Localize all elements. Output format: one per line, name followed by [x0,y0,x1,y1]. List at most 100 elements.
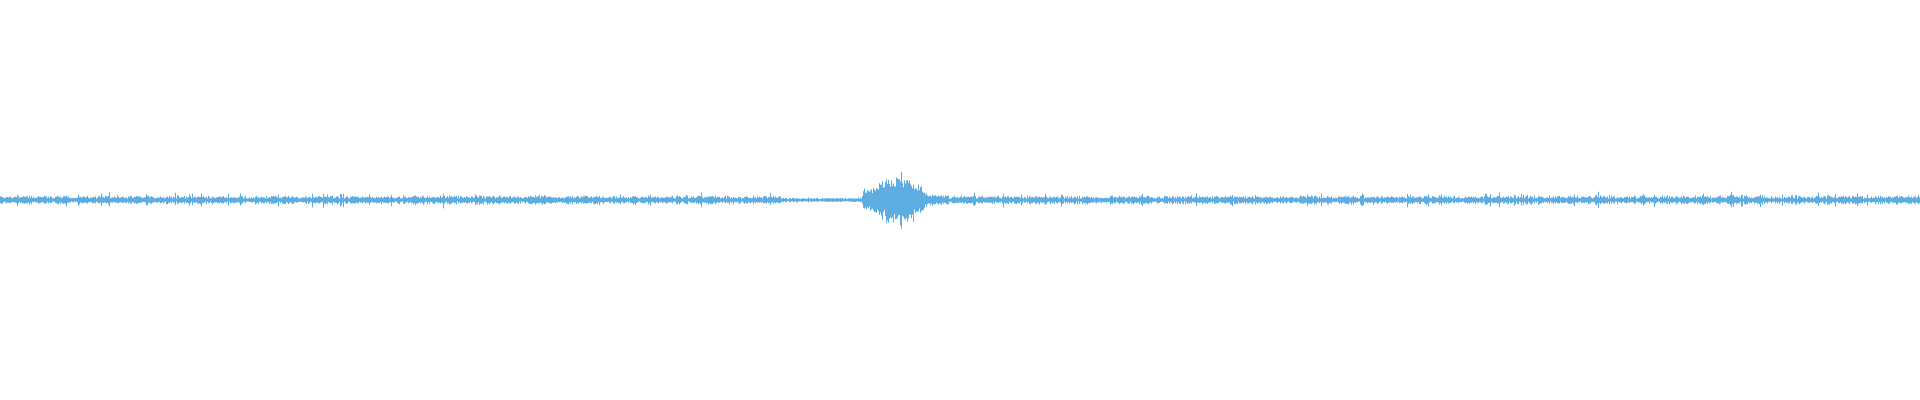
waveform-sample [1488,197,1489,203]
waveform-sample [1522,197,1523,203]
waveform-sample [212,196,213,205]
waveform-sample [1542,197,1543,203]
waveform-sample [1711,198,1712,202]
waveform-sample [1848,196,1849,203]
waveform-sample [80,196,81,203]
waveform-sample [221,197,222,204]
waveform-sample [1884,197,1885,204]
waveform-sample [1191,195,1192,204]
waveform-sample [1588,196,1589,205]
waveform-sample [1172,196,1173,205]
waveform-sample [414,196,415,204]
waveform-sample [470,198,471,202]
waveform-sample [1609,194,1610,205]
waveform-sample [1622,198,1623,202]
waveform-sample [1458,196,1459,204]
waveform-sample [605,198,606,202]
waveform-sample [1721,197,1722,202]
waveform-sample [604,197,605,203]
waveform-sample [552,197,553,203]
waveform-sample [829,198,830,202]
waveform-sample [565,197,566,203]
waveform-sample [42,197,43,202]
waveform-sample [618,197,619,204]
waveform-sample [891,180,892,219]
waveform-sample [1310,196,1311,204]
waveform-sample [318,196,319,204]
waveform-sample [683,197,684,202]
waveform-sample [906,180,907,218]
waveform-sample [100,197,101,203]
waveform-sample [472,196,473,203]
waveform-sample [1621,197,1622,204]
waveform-sample [97,197,98,203]
waveform-sample [112,197,113,203]
waveform-sample [1792,195,1793,205]
waveform-sample [1424,196,1425,203]
waveform-sample [909,180,910,215]
waveform-sample [832,198,833,202]
waveform-sample [1046,196,1047,204]
waveform-sample [1162,197,1163,203]
waveform-sample [10,197,11,204]
waveform-sample [1790,198,1791,202]
waveform-sample [833,198,834,203]
waveform-sample [1481,196,1482,203]
waveform-sample [1030,196,1031,205]
waveform-sample [63,196,64,204]
waveform-sample [1823,196,1824,203]
waveform-sample [1085,197,1086,204]
waveform-sample [1043,197,1044,203]
waveform-sample [607,197,608,202]
waveform-sample [20,197,21,203]
waveform-sample [888,179,889,223]
waveform-sample [749,198,750,203]
waveform-sample [377,198,378,203]
waveform-sample [496,197,497,204]
waveform-sample [1769,198,1770,203]
waveform-sample [1375,198,1376,203]
waveform-sample [1903,197,1904,203]
waveform-sample [1900,196,1901,204]
waveform-sample [902,183,903,216]
waveform-sample [1114,197,1115,204]
waveform-sample [1113,197,1114,203]
waveform-sample [1207,196,1208,204]
waveform-sample [1217,196,1218,204]
waveform-sample [1117,197,1118,203]
waveform-sample [147,195,148,206]
waveform-sample [546,197,547,203]
waveform-sample [1416,197,1417,202]
waveform-sample [1163,198,1164,203]
waveform-sample [620,194,621,205]
waveform-sample [479,195,480,205]
waveform-sample [1344,196,1345,203]
waveform-sample [1587,197,1588,202]
waveform-sample [786,197,787,202]
waveform-sample [487,196,488,205]
waveform-sample [1513,197,1514,203]
waveform-sample [430,198,431,202]
waveform-sample [1259,197,1260,202]
waveform-sample [1048,198,1049,202]
waveform-sample [367,196,368,204]
waveform-sample [659,198,660,202]
waveform-sample [1312,196,1313,203]
waveform-sample [1309,196,1310,204]
waveform-sample [1497,195,1498,204]
waveform-sample [790,198,791,202]
waveform-sample [1331,196,1332,204]
waveform-sample [587,196,588,204]
waveform-sample [1303,195,1304,204]
waveform-sample [1284,198,1285,202]
waveform-sample [894,186,895,215]
waveform-sample [1256,197,1257,203]
waveform-sample [1356,197,1357,203]
waveform-sample [1134,196,1135,203]
waveform-sample [508,197,509,203]
waveform-sample [403,195,404,204]
waveform-sample [1580,198,1581,202]
waveform-sample [509,195,510,204]
waveform-sample [1430,197,1431,202]
